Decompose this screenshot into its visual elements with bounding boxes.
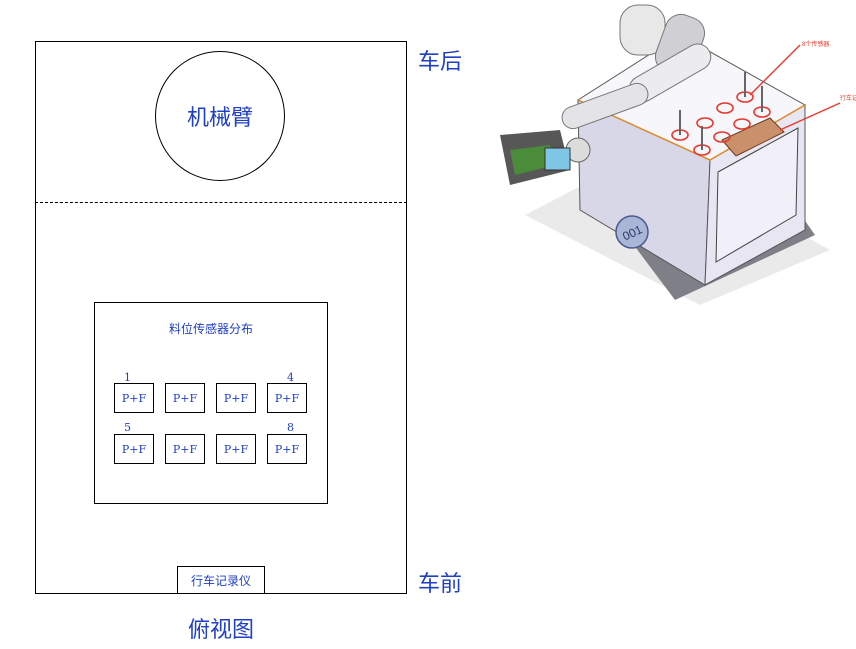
diagram-caption: 俯视图 xyxy=(187,618,254,643)
front-label: 车前 xyxy=(418,572,463,597)
sensor-panel xyxy=(94,302,328,504)
sensor-index-4: 4 xyxy=(287,371,294,384)
callout-sensors: 8个传感器 xyxy=(802,40,829,48)
dashcam-box: 行车记录仪 xyxy=(177,566,265,594)
sensor-cell: P+F xyxy=(216,383,256,413)
sensor-cell: P+F xyxy=(165,434,205,464)
arm-label: 机械臂 xyxy=(186,106,253,131)
callout-sensors-line xyxy=(749,44,801,96)
callout-recorder: 行车记 xyxy=(840,94,856,102)
number-badge xyxy=(615,215,649,249)
sensor-cell: P+F xyxy=(267,434,307,464)
robot-illustration: 001 xyxy=(500,0,856,310)
sensor-panel-title: 料位传感器分布 xyxy=(168,322,253,336)
section-divider xyxy=(35,202,407,203)
sensor-cell: P+F xyxy=(216,434,256,464)
sensor-index-5: 5 xyxy=(124,421,131,434)
sensor-cell: P+F xyxy=(114,434,154,464)
arm-circle: 机械臂 xyxy=(155,51,285,181)
gripper-tool xyxy=(500,130,571,185)
rear-label: 车后 xyxy=(418,50,463,75)
sensor-index-8: 8 xyxy=(287,421,294,434)
recorder-plate xyxy=(721,117,785,157)
sensor-cell: P+F xyxy=(114,383,154,413)
robot-arm xyxy=(561,4,712,163)
sensor-cell: P+F xyxy=(165,383,205,413)
posts xyxy=(679,72,763,150)
sensor-cell: P+F xyxy=(267,383,307,413)
callout-recorder-line xyxy=(779,102,841,131)
sensor-index-1: 1 xyxy=(124,371,131,384)
side-panel xyxy=(715,127,799,263)
robot-illustration-svg: 001 xyxy=(500,4,856,305)
